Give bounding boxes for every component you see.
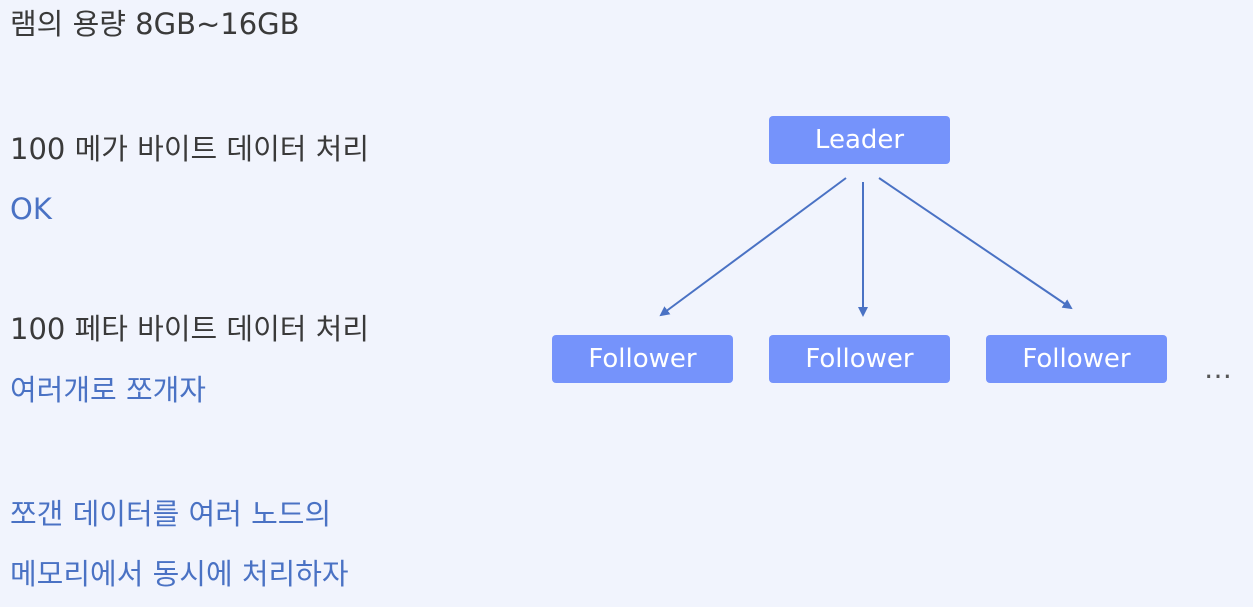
peta-byte-result-text: 여러개로 쪼개자 bbox=[10, 373, 206, 407]
edge-leader-to-follower-3 bbox=[878, 177, 1073, 310]
leader-node: Leader bbox=[769, 116, 950, 164]
mega-byte-result-text: OK bbox=[10, 192, 52, 226]
follower-node-label: Follower bbox=[805, 344, 914, 374]
follower-node-1: Follower bbox=[552, 335, 733, 383]
follower-node-label: Follower bbox=[1022, 344, 1131, 374]
follower-node-3: Follower bbox=[986, 335, 1167, 383]
peta-byte-processing-text: 100 페타 바이트 데이터 처리 bbox=[10, 312, 370, 346]
summary-line-2: 메모리에서 동시에 처리하자 bbox=[10, 557, 349, 591]
mega-byte-processing-text: 100 메가 바이트 데이터 처리 bbox=[10, 132, 370, 166]
ram-capacity-text: 램의 용량 8GB~16GB bbox=[10, 7, 300, 41]
leader-node-label: Leader bbox=[814, 125, 905, 155]
more-followers-ellipsis: … bbox=[1204, 352, 1234, 385]
summary-line-1: 쪼갠 데이터를 여러 노드의 bbox=[10, 497, 332, 531]
follower-node-2: Follower bbox=[769, 335, 950, 383]
follower-node-label: Follower bbox=[588, 344, 697, 374]
edge-leader-to-follower-1 bbox=[659, 177, 847, 317]
